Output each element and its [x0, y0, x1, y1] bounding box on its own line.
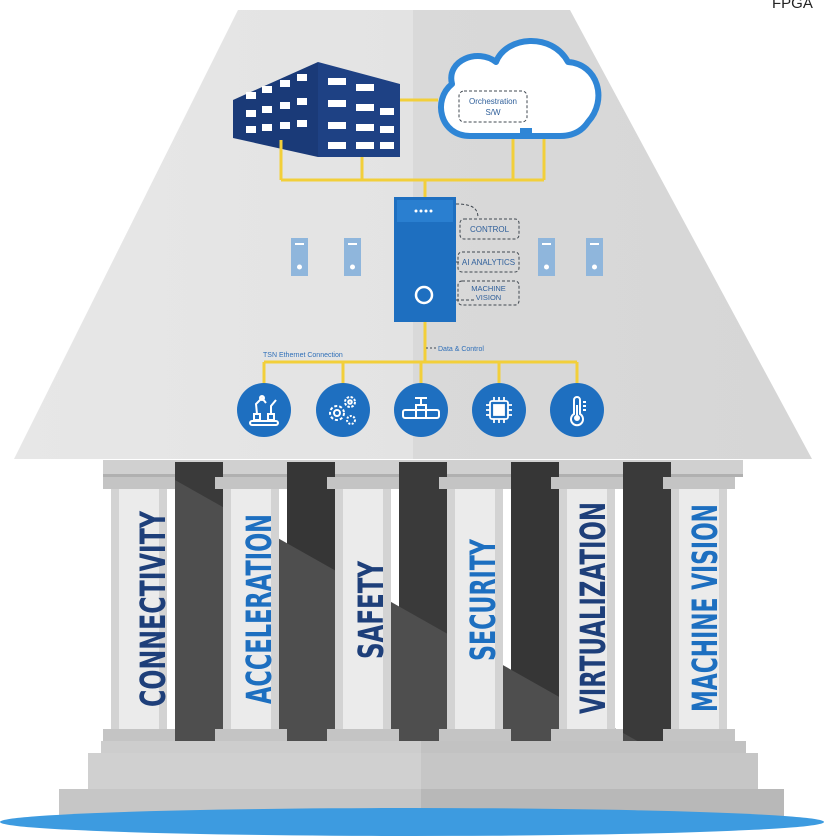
column-machine-vision: [663, 477, 735, 741]
control-module-label: CONTROL: [470, 225, 510, 234]
factory-building-icon: [233, 62, 400, 157]
gears-icon: [329, 396, 356, 425]
control-module: [459, 218, 520, 240]
pillar-label-virtualization: VIRTUALIZATION: [574, 502, 614, 714]
device-chip: [472, 383, 526, 437]
columns: [103, 477, 735, 741]
server-rack-icon: [344, 238, 361, 276]
valve-icon: [402, 397, 440, 419]
machine-vision-module-label-line2: VISION: [476, 293, 501, 302]
orchestration-label-line2: S/W: [485, 108, 501, 117]
pillar-label-safety: SAFETY: [352, 561, 392, 659]
edge-server-icon: [394, 197, 456, 322]
device-gears: [316, 383, 370, 437]
server-rack-icons: [291, 238, 603, 276]
device-robot-arm: [237, 383, 291, 437]
ai-analytics-module: [457, 251, 520, 273]
pillar-label-machine-vision: MACHINE VISION: [686, 504, 726, 712]
dark-panels: [175, 462, 671, 760]
orchestration-box: [458, 90, 528, 123]
column-security: [439, 477, 511, 741]
column-virtualization: [551, 477, 623, 741]
robot-arm-icon: [249, 395, 279, 426]
cloud-icon: [438, 38, 602, 139]
device-thermometer: [550, 383, 604, 437]
data-control-label: Data & Control: [438, 346, 484, 353]
base-platform: [0, 808, 824, 836]
tsn-connection-label: TSN Ethernet Connection: [263, 352, 343, 359]
server-rack-icon: [586, 238, 603, 276]
machine-vision-module-label: MACHINE: [471, 284, 506, 293]
column-acceleration: [215, 477, 287, 741]
device-valve: [394, 383, 448, 437]
column-connectivity: [103, 477, 175, 741]
pillar-label-acceleration: ACCELERATION: [240, 514, 280, 704]
machine-vision-module: [457, 280, 520, 306]
thermometer-icon: [570, 396, 586, 427]
corner-label: FPGA: [772, 0, 813, 12]
server-rack-icon: [291, 238, 308, 276]
orchestration-label: Orchestration: [469, 97, 517, 106]
pillar-label-connectivity: CONNECTIVITY: [134, 511, 174, 707]
chip-icon: [486, 397, 512, 423]
ai-analytics-module-label: AI ANALYTICS: [462, 258, 515, 267]
server-rack-icon: [538, 238, 555, 276]
column-safety: [327, 477, 399, 741]
pillar-label-security: SECURITY: [464, 539, 504, 661]
